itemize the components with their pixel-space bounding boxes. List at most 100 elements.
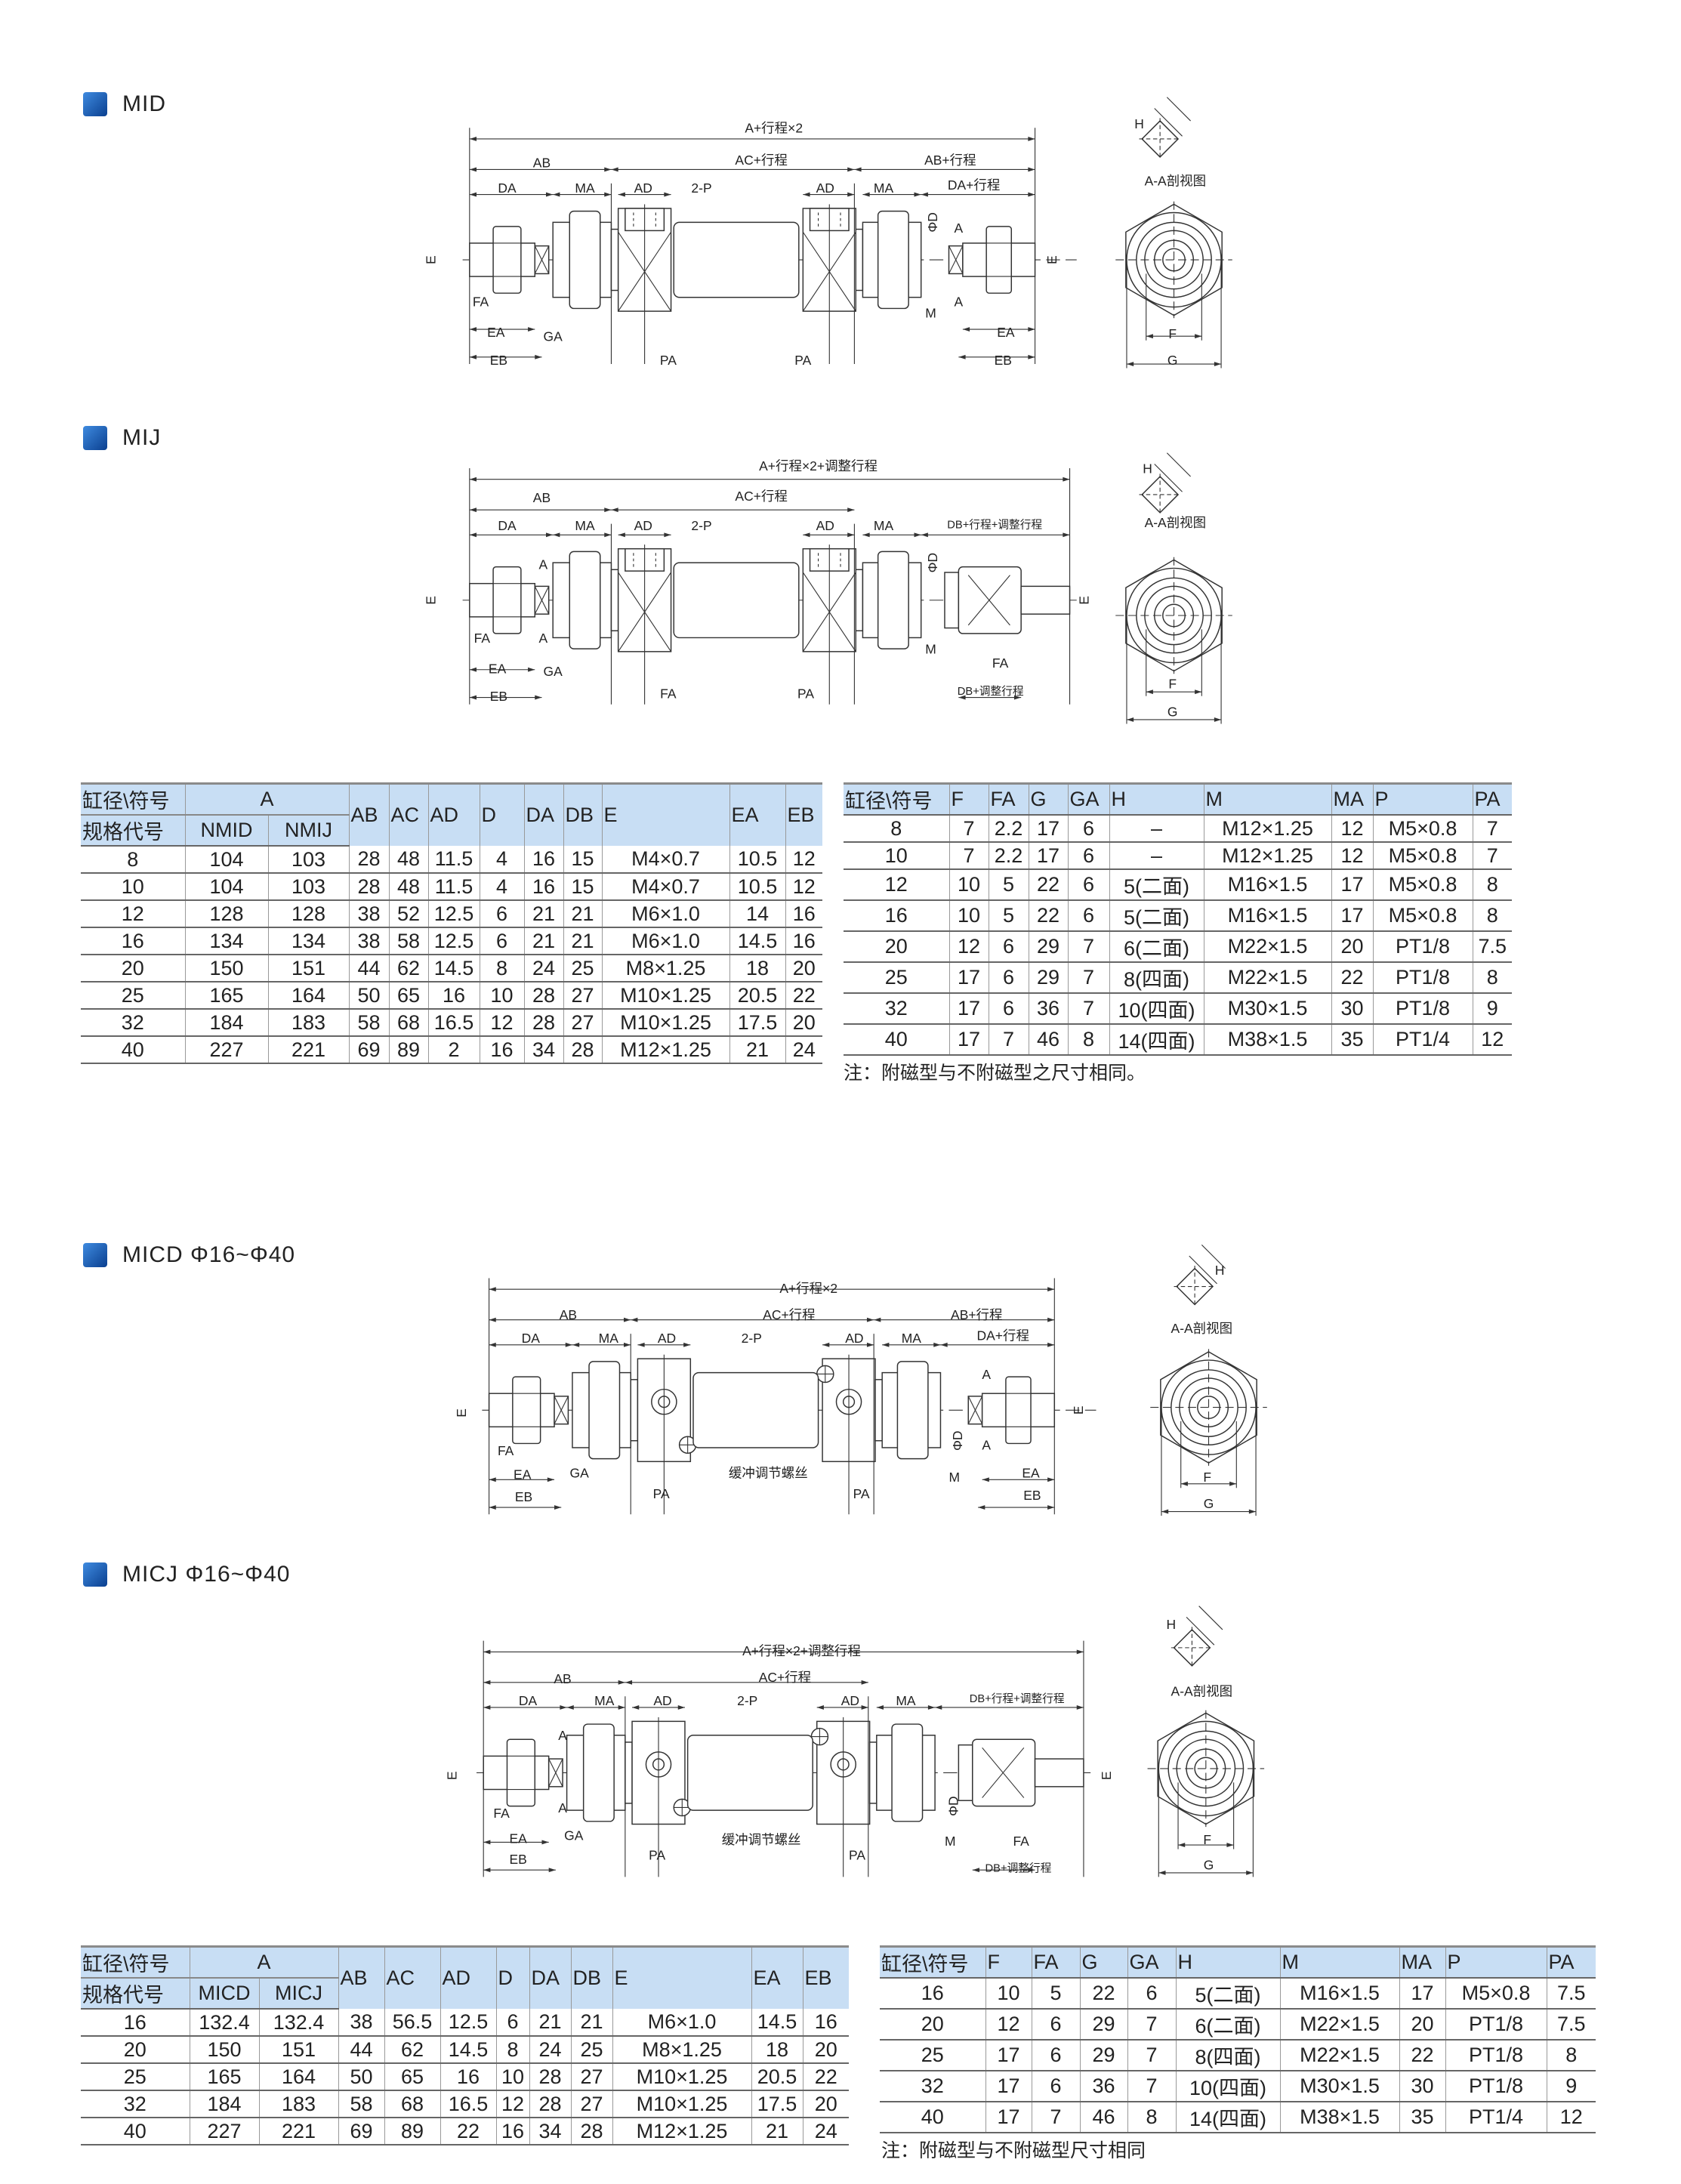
table-cell: 17 <box>1028 815 1068 843</box>
column-header: 缸径\符号 <box>844 782 949 816</box>
table-cell: 12 <box>844 869 949 901</box>
table-cell: 21 <box>729 1036 786 1064</box>
stroke-adjuster <box>972 1738 1036 1807</box>
dimension-label: H <box>1143 461 1152 476</box>
table-cell: 7.5 <box>1472 931 1512 963</box>
table-cell: 8 <box>479 955 525 982</box>
dimension-label: DA <box>519 1693 538 1708</box>
dimension-label: M <box>949 1470 961 1485</box>
table-cell: 5 <box>1031 1978 1080 2010</box>
arrow-icon <box>489 1477 555 1482</box>
arrow-icon <box>1180 1481 1237 1486</box>
table-cell: 17 <box>985 2102 1032 2133</box>
table-cell: 16 <box>495 2118 530 2145</box>
section-title: MID <box>122 91 166 116</box>
table-cell: 104 <box>184 846 268 874</box>
dimension-label: MA <box>874 180 894 196</box>
table-cell: 128 <box>267 900 350 928</box>
column-header: MA <box>1399 1945 1445 1979</box>
dimension-label: A <box>538 557 547 572</box>
table-cell: 12 <box>985 2009 1032 2041</box>
table-cell: M12×1.25 <box>612 2118 752 2145</box>
table-cell: 16 <box>523 873 564 901</box>
table-cell: M22×1.5 <box>1279 2040 1399 2071</box>
dimension-label: AC+行程 <box>759 1670 811 1685</box>
table-cell: 132.4 <box>258 2009 339 2037</box>
cylinder-tube <box>673 562 800 639</box>
dimension-label: A <box>538 631 547 646</box>
dimension-label: H <box>1167 1617 1177 1632</box>
dimension-label: GA <box>564 1828 584 1843</box>
dimension-line <box>1154 464 1183 492</box>
table-cell: 22 <box>1028 900 1068 932</box>
table-cell: 5 <box>988 900 1029 932</box>
dimension-label: PA <box>660 353 677 368</box>
table-cell: 29 <box>1079 2009 1127 2041</box>
table-cell: 20 <box>880 2009 985 2041</box>
table-cell: 27 <box>570 2090 613 2118</box>
table-cell: 44 <box>348 955 390 982</box>
table-cell: 52 <box>388 900 429 928</box>
cylinder-tube <box>673 221 800 298</box>
dimension-line <box>1186 1617 1215 1646</box>
table-cell: 14.5 <box>729 927 786 955</box>
table-cell: 10 <box>844 842 949 870</box>
column-header: G <box>1079 1945 1127 1979</box>
dimension-label: AB <box>554 1671 571 1686</box>
dimension-label: AD <box>816 518 834 533</box>
cross-line <box>967 575 1010 626</box>
dimension-label: F <box>1168 677 1177 692</box>
table-cell: 6 <box>1127 1978 1176 2010</box>
dimension-label: G <box>1167 704 1178 719</box>
column-header: P <box>1445 1945 1547 1979</box>
dimension-label: MA <box>575 180 595 196</box>
table-cell: 16 <box>479 1036 525 1064</box>
table-cell: 22 <box>1399 2040 1445 2071</box>
column-header: EA <box>729 782 786 846</box>
table-cell: 65 <box>384 2063 441 2091</box>
table-cell: 10.5 <box>729 846 786 874</box>
table-cell: 48 <box>388 873 429 901</box>
table-cell: 6 <box>479 900 525 928</box>
table-cell: 7 <box>948 815 989 843</box>
table-cell: 12 <box>948 931 989 963</box>
table-cell: M10×1.25 <box>601 1009 730 1037</box>
table-cell: 12 <box>81 900 185 928</box>
section-header-mij: MIJ <box>83 425 161 451</box>
table-cell: 8 <box>1472 900 1512 932</box>
dimension-label: A+行程×2+调整行程 <box>742 1643 861 1658</box>
column-header: FA <box>988 782 1029 816</box>
table-cell: 89 <box>388 1036 429 1064</box>
table-cell: 17 <box>948 962 989 994</box>
dimension-label: DB+调整行程 <box>985 1862 1052 1874</box>
table-cell: 21 <box>570 2009 613 2037</box>
header-group-a: A <box>184 782 350 816</box>
table-cell: 10 <box>81 873 185 901</box>
table-cell: 14(四面) <box>1109 1024 1204 1056</box>
arrow-icon <box>469 327 535 332</box>
table-cell: 29 <box>1028 931 1068 963</box>
table-cell: 2.2 <box>988 842 1029 870</box>
cylinder-body <box>482 1278 1097 1515</box>
table-cell: 7 <box>1067 993 1109 1025</box>
table-cell: 38 <box>338 2009 385 2037</box>
table-cell: M6×1.0 <box>612 2009 752 2037</box>
dimension-label: E <box>1071 1405 1086 1414</box>
table-cell: 29 <box>1028 962 1068 994</box>
dimension-label: E <box>1076 596 1091 605</box>
table-cell: PT1/8 <box>1372 993 1473 1025</box>
dimension-label: G <box>1167 353 1178 368</box>
dimension-label: A <box>955 221 964 236</box>
table-cell: 28 <box>529 2090 572 2118</box>
dimension-label: E <box>424 596 439 605</box>
dimension-label: MA <box>902 1331 922 1346</box>
dimension-label: A <box>982 1438 991 1453</box>
